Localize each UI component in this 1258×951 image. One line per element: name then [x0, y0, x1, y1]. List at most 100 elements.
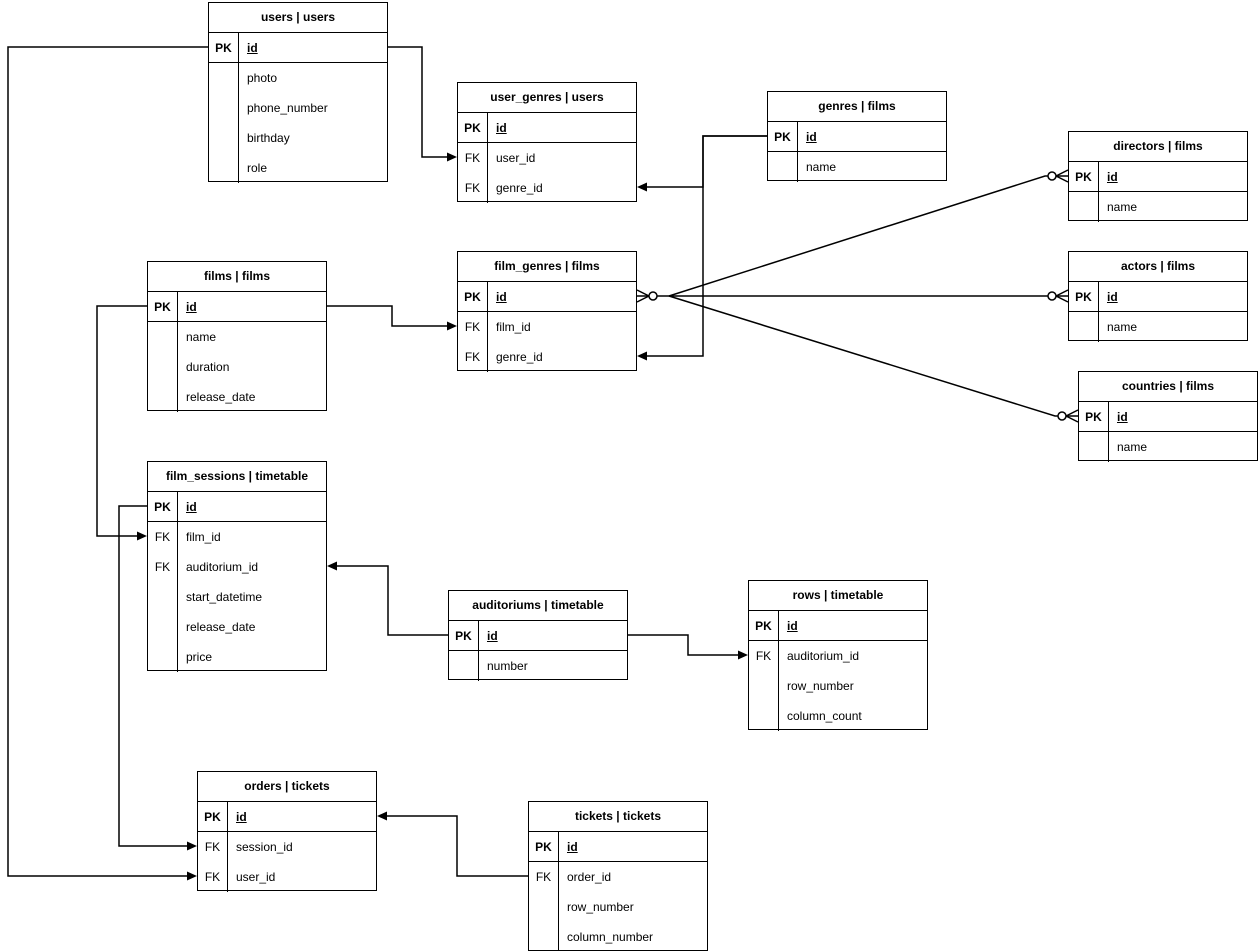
key-cell-empty	[148, 322, 178, 352]
field-name: id	[1107, 289, 1118, 304]
key-cell-empty	[148, 582, 178, 612]
field-name: id	[496, 120, 507, 135]
relation-auditoriums-to-film_sessions[interactable]	[327, 561, 448, 636]
field-row-actors-name[interactable]: name	[1069, 312, 1247, 342]
key-cell-fk: FK	[458, 342, 488, 372]
relation-genres-to-film_genres[interactable]	[637, 135, 767, 361]
field-name: id	[567, 839, 578, 854]
relation-fan-to-countries[interactable]	[668, 295, 1079, 423]
field-row-tickets-id[interactable]: PK id	[529, 832, 707, 862]
field-row-countries-name[interactable]: name	[1079, 432, 1257, 462]
field-row-users-phone_number[interactable]: phone_number	[209, 93, 387, 123]
key-cell-pk: PK	[198, 802, 228, 831]
relation-tickets-to-orders[interactable]	[377, 811, 528, 877]
relation-film_sessions-to-orders[interactable]	[118, 505, 197, 851]
relation-films-to-film_genres[interactable]	[327, 305, 457, 331]
relation-film_genres-fan-stub[interactable]	[636, 289, 669, 303]
field-row-directors-name[interactable]: name	[1069, 192, 1247, 222]
relation-users-to-user_genres[interactable]	[388, 46, 457, 162]
key-cell-fk: FK	[148, 552, 178, 582]
field-row-users-birthday[interactable]: birthday	[209, 123, 387, 153]
relation-fan-to-directors[interactable]	[668, 169, 1069, 297]
relation-films-to-film_sessions[interactable]	[96, 305, 147, 541]
table-title: genres | films	[768, 92, 946, 122]
key-cell-empty	[209, 63, 239, 93]
field-name: genre_id	[496, 350, 543, 364]
field-row-film_sessions-release_date[interactable]: release_date	[148, 612, 326, 642]
field-row-users-role[interactable]: role	[209, 153, 387, 183]
field-name: genre_id	[496, 181, 543, 195]
field-row-actors-id[interactable]: PK id	[1069, 282, 1247, 312]
table-title: directors | films	[1069, 132, 1247, 162]
field-name: user_id	[496, 151, 536, 165]
relation-users-to-orders[interactable]	[7, 46, 208, 881]
field-row-tickets-column_number[interactable]: column_number	[529, 922, 707, 951]
key-cell-empty	[209, 93, 239, 123]
key-cell-empty	[1079, 432, 1109, 462]
field-name: order_id	[567, 870, 612, 884]
field-row-film_sessions-start_datetime[interactable]: start_datetime	[148, 582, 326, 612]
field-row-users-photo[interactable]: photo	[209, 63, 387, 93]
field-name: id	[247, 40, 258, 55]
field-row-auditoriums-number[interactable]: number	[449, 651, 627, 681]
field-row-films-duration[interactable]: duration	[148, 352, 326, 382]
field-name: name	[1107, 200, 1138, 214]
field-name: id	[806, 129, 817, 144]
field-row-rows-row_number[interactable]: row_number	[749, 671, 927, 701]
field-row-films-name[interactable]: name	[148, 322, 326, 352]
field-name: session_id	[236, 840, 293, 854]
table-title: actors | films	[1069, 252, 1247, 282]
key-cell-pk: PK	[1079, 402, 1109, 431]
relation-fan-to-actors[interactable]	[669, 289, 1069, 303]
field-row-tickets-row_number[interactable]: row_number	[529, 892, 707, 922]
table-title: auditoriums | timetable	[449, 591, 627, 621]
key-cell-pk: PK	[449, 621, 479, 650]
field-row-films-release_date[interactable]: release_date	[148, 382, 326, 412]
field-name: id	[1107, 169, 1118, 184]
key-cell-empty	[529, 922, 559, 951]
field-row-film_genres-genre_id[interactable]: FK genre_id	[458, 342, 636, 372]
relation-genres-to-user_genres[interactable]	[637, 135, 767, 192]
field-row-genres-name[interactable]: name	[768, 152, 946, 182]
field-name: column_number	[567, 930, 654, 944]
relation-auditoriums-to-rows[interactable]	[628, 634, 748, 660]
key-cell-pk: PK	[1069, 282, 1099, 311]
key-cell-pk: PK	[529, 832, 559, 861]
field-row-film_sessions-price[interactable]: price	[148, 642, 326, 672]
field-row-rows-column_count[interactable]: column_count	[749, 701, 927, 731]
